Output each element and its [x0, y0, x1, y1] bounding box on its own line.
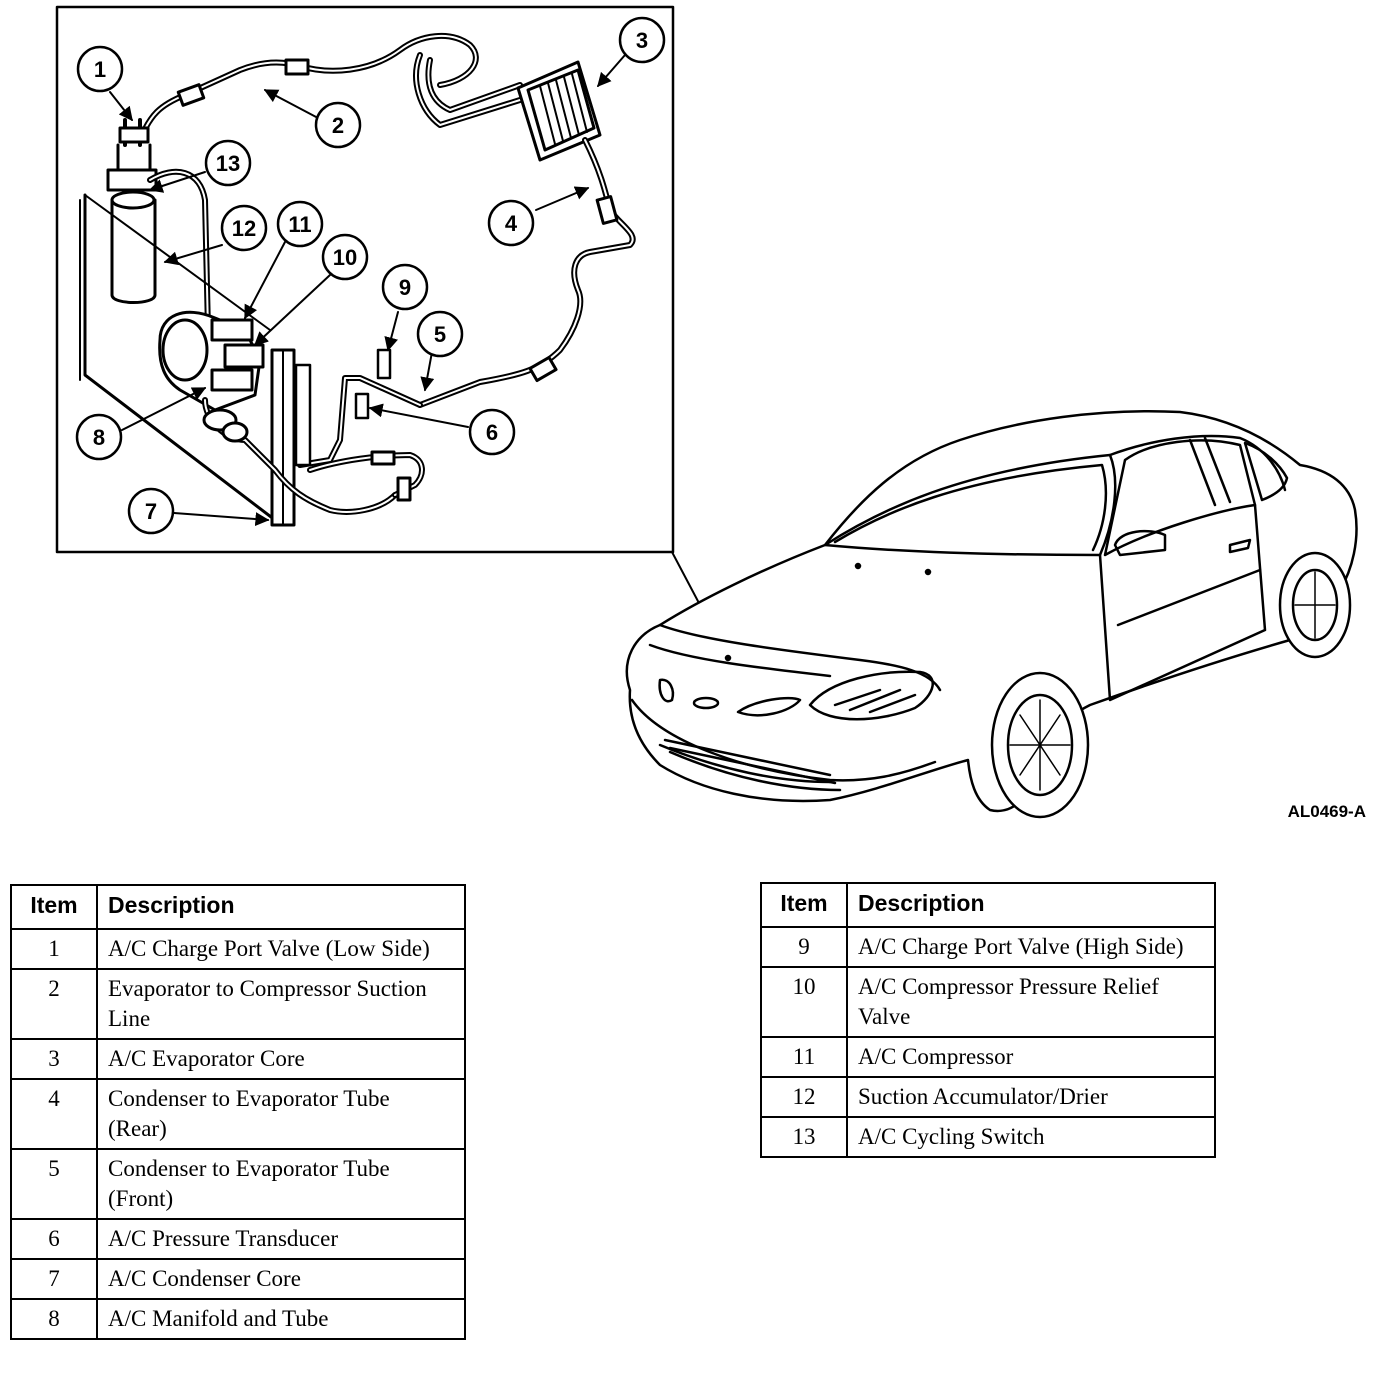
callout-label: 4 [505, 211, 518, 236]
callout-13: 13 [204, 139, 252, 187]
ac-components [79, 32, 636, 527]
item-number: 10 [760, 966, 848, 1038]
item-description: A/C Compressor Pressure Relief Valve [846, 966, 1216, 1038]
item-description: A/C Pressure Transducer [96, 1218, 466, 1260]
item-number: 6 [10, 1218, 98, 1260]
headlight-left [808, 670, 934, 721]
vehicle-illustration [625, 409, 1358, 819]
item-number: 2 [10, 968, 98, 1040]
callout-label: 5 [434, 322, 446, 347]
callout-label: 7 [145, 499, 157, 524]
callout-9: 9 [381, 263, 429, 311]
callout-label: 1 [94, 57, 106, 82]
callout-10: 10 [321, 233, 369, 281]
callout-4: 4 [487, 199, 535, 247]
callout-label: 6 [486, 420, 498, 445]
item-number: 8 [10, 1298, 98, 1340]
callout-label: 12 [232, 216, 256, 241]
callout-2: 2 [314, 101, 362, 149]
item-header: Item [760, 882, 848, 928]
callout-11: 11 [276, 200, 324, 248]
callout-label: 13 [216, 151, 240, 176]
item-description: A/C Evaporator Core [96, 1038, 466, 1080]
description-header: Description [96, 884, 466, 930]
item-number: 13 [760, 1116, 848, 1158]
item-description: A/C Cycling Switch [846, 1116, 1216, 1158]
item-description: A/C Manifold and Tube [96, 1298, 466, 1340]
charge-port-high-side [376, 348, 392, 380]
ac-system-diagram: 1 2 3 4 5 6 7 8 9 10 11 12 13 [55, 5, 1358, 819]
callout-label: 11 [288, 212, 311, 237]
item-description: Suction Accumulator/Drier [846, 1076, 1216, 1118]
liquid-line-front [297, 375, 423, 468]
item-description: A/C Charge Port Valve (High Side) [846, 926, 1216, 968]
item-number: 7 [10, 1258, 98, 1300]
callout-3: 3 [618, 16, 666, 64]
callout-label: 10 [333, 245, 357, 270]
callout-8: 8 [75, 413, 123, 461]
pressure-transducer [354, 392, 370, 420]
table-header-row: Item Description [760, 882, 1216, 928]
callout-5: 5 [416, 310, 464, 358]
item-description: Condenser to Evaporator Tube (Rear) [96, 1078, 466, 1150]
item-description: Evaporator to Compressor Suction Line [96, 968, 466, 1040]
item-header: Item [10, 884, 98, 930]
figure-id: AL0469-A [1287, 802, 1366, 821]
item-number: 11 [760, 1036, 848, 1078]
callout-7: 7 [127, 487, 175, 535]
compressor [158, 310, 425, 515]
callout-label: 9 [399, 275, 411, 300]
callout-6: 6 [468, 408, 516, 456]
item-description: Condenser to Evaporator Tube (Front) [96, 1148, 466, 1220]
item-number: 1 [10, 928, 98, 970]
item-number: 5 [10, 1148, 98, 1220]
item-number: 12 [760, 1076, 848, 1118]
table-header-row: Item Description [10, 884, 466, 930]
callout-leaders [109, 54, 626, 527]
callout-12: 12 [220, 204, 268, 252]
item-description: A/C Charge Port Valve (Low Side) [96, 928, 466, 970]
callout-1: 1 [76, 45, 124, 93]
suction-accumulator [106, 118, 158, 304]
item-number: 9 [760, 926, 848, 968]
callout-label: 3 [636, 28, 648, 53]
detail-inset-frame [55, 5, 675, 554]
item-number: 3 [10, 1038, 98, 1080]
item-description: A/C Compressor [846, 1036, 1216, 1078]
callout-bubbles: 1 2 3 4 5 6 7 8 9 10 11 12 13 [75, 16, 666, 535]
item-number: 4 [10, 1078, 98, 1150]
evaporator-core [413, 52, 602, 162]
callout-label: 8 [93, 425, 105, 450]
item-description: A/C Condenser Core [96, 1258, 466, 1300]
callout-label: 2 [332, 113, 344, 138]
description-header: Description [846, 882, 1216, 928]
